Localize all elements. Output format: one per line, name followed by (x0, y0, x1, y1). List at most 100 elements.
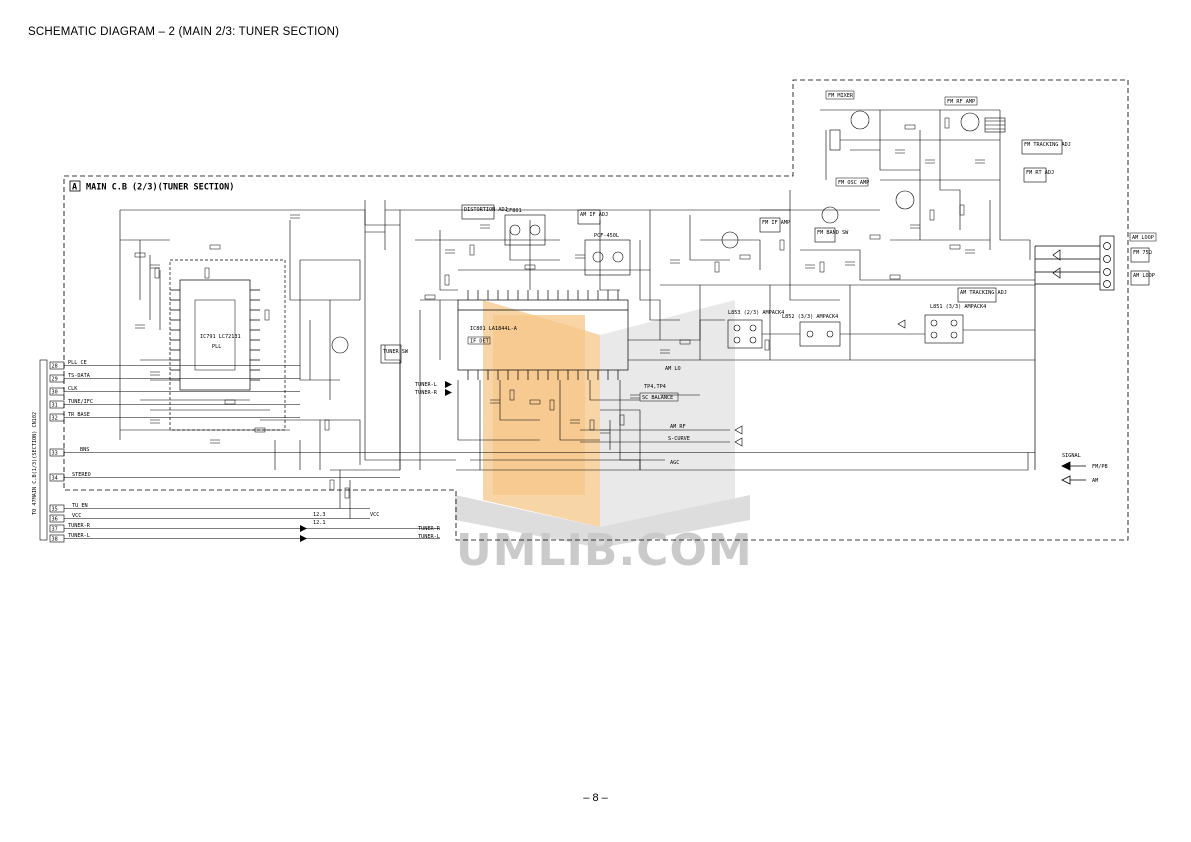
antenna-box: AM LOOP (1129, 232, 1157, 242)
l853-label: L853 (2/3) AMPACK4 (728, 310, 784, 316)
svg-text:FM 75Ω: FM 75Ω (1133, 250, 1152, 256)
tuner-sw-box: TUNER SW (380, 344, 409, 364)
svg-text:33: 33 (52, 451, 58, 457)
distortion-adj-box: DISTORTION ADJ (461, 204, 508, 220)
board-title: A MAIN C.B (2/3)(TUNER SECTION) (69, 180, 234, 193)
fm-osc-amp-box: FM OSC AMP (835, 177, 869, 187)
tuner-r-in-label: TUNER-R (415, 390, 438, 396)
svg-text:TUNER-L: TUNER-L (68, 533, 90, 539)
pll-sub-label: PLL (212, 344, 221, 350)
l852-label: L852 (3/3) AMPACK4 (782, 314, 838, 320)
svg-text:FM MIXER: FM MIXER (828, 93, 854, 99)
svg-text:FM/PB: FM/PB (1092, 464, 1108, 470)
fm-if-amp-box: FM IF AMP (759, 217, 790, 233)
svg-text:BNS: BNS (80, 447, 89, 453)
page-title: SCHEMATIC DIAGRAM – 2 (MAIN 2/3: TUNER S… (28, 26, 340, 38)
svg-text:29: 29 (52, 377, 58, 383)
svg-text:28: 28 (52, 364, 58, 370)
fm-if-small-parts (670, 239, 901, 351)
svg-text:AM TRACKING ADJ: AM TRACKING ADJ (960, 290, 1007, 296)
svg-text:DISTORTION ADJ: DISTORTION ADJ (464, 207, 508, 213)
tuner-l-in-label: TUNER-L (415, 382, 437, 388)
svg-text:TO 47MAIN C.B(1/3)(SECTION) CN: TO 47MAIN C.B(1/3)(SECTION) CN102 (32, 412, 38, 515)
svg-text:FM TRACKING ADJ: FM TRACKING ADJ (1024, 142, 1071, 148)
fm-mixer-box: FM MIXER (825, 90, 855, 100)
svg-text:34: 34 (52, 476, 58, 482)
am-lo-label: AM LO (665, 366, 681, 372)
am-tracking-adj-box: AM TRACKING ADJ (957, 287, 1007, 303)
fm-band-sw-box: FM BAND SW (814, 227, 849, 243)
left-connector-pins (49, 361, 1035, 543)
left-pin-labels: 28 29 30 31 32 33 34 35 36 37 38 PLL CE … (52, 360, 94, 543)
svg-text:FM RT ADJ: FM RT ADJ (1026, 170, 1054, 176)
pll-block-label: IC791 LC72131 (200, 334, 241, 340)
left-connector: TO 47MAIN C.B(1/3)(SECTION) CN102 (32, 359, 48, 541)
svg-text:AM IF ADJ: AM IF ADJ (580, 212, 608, 218)
svg-text:AM LOOP: AM LOOP (1132, 235, 1154, 241)
svg-text:A: A (72, 183, 77, 193)
tuner-in-arrows (445, 381, 452, 396)
board-outline (63, 79, 1129, 541)
am-loop-box: AM LOOP (1130, 270, 1155, 286)
signal-arrows-center (734, 319, 906, 447)
svg-text:30: 30 (52, 390, 58, 396)
left-small-parts (134, 214, 350, 499)
cf801-filter (504, 214, 631, 276)
pcf-label: PCF-450L (594, 233, 619, 239)
am-coil-packs (727, 314, 1035, 349)
s-curve-label: S-CURVE (668, 436, 690, 442)
svg-text:TUNER-R: TUNER-R (68, 523, 91, 529)
if-det-box: IF DET (467, 336, 491, 345)
svg-text:TUNE/IFC: TUNE/IFC (68, 399, 93, 405)
svg-text:TR BASE: TR BASE (68, 412, 90, 418)
svg-text:FM RF AMP: FM RF AMP (947, 99, 975, 105)
svg-text:SC BALANCE: SC BALANCE (642, 395, 673, 401)
svg-text:TUNER SW: TUNER SW (383, 349, 409, 355)
svg-text:TS-DATA: TS-DATA (68, 373, 91, 379)
fm-if-circuit (649, 190, 1035, 360)
main-ic-label: IC801 LA1844L-A (470, 326, 518, 332)
svg-text:32: 32 (52, 416, 58, 422)
svg-text:36: 36 (52, 517, 58, 523)
left-circuit (119, 200, 456, 519)
svg-text:STEREO: STEREO (72, 472, 91, 478)
voltage-label-a: 12.3 (313, 512, 326, 518)
svg-text:37: 37 (52, 527, 58, 533)
svg-text:SIGNAL: SIGNAL (1062, 453, 1081, 459)
voltage-label-b: 12.1 (313, 520, 326, 526)
svg-text:FM IF AMP: FM IF AMP (762, 220, 790, 226)
svg-text:38: 38 (52, 537, 58, 543)
fm-tracking-adj-box: FM TRACKING ADJ (1021, 139, 1071, 155)
svg-text:AM LOOP: AM LOOP (1133, 273, 1155, 279)
svg-text:VCC: VCC (72, 513, 81, 519)
fm-rf-amp-box: FM RF AMP (944, 96, 978, 106)
agc-label: AGC (670, 460, 679, 466)
svg-text:IF DET: IF DET (470, 339, 489, 345)
svg-text:FM BAND SW: FM BAND SW (817, 230, 849, 236)
svg-text:MAIN C.B (2/3)(TUNER SECTION): MAIN C.B (2/3)(TUNER SECTION) (86, 183, 234, 193)
am-if-adj-box: AM IF ADJ (577, 209, 608, 225)
svg-text:CLK: CLK (68, 386, 78, 392)
tp-label: TP4,TP4 (644, 384, 666, 390)
watermark-text: UMLIB.COM (456, 525, 753, 576)
l851-label: L851 (3/3) AMPACK4 (930, 304, 986, 310)
antenna-connector (1034, 235, 1115, 470)
tuner-r-out-label: TUNER-R (418, 526, 441, 532)
page-number: – 8 – (583, 792, 608, 804)
tuner-out-arrows (300, 525, 307, 542)
svg-text:31: 31 (52, 403, 58, 409)
cf801-label: CF801 (506, 208, 522, 214)
svg-text:FM OSC AMP: FM OSC AMP (838, 180, 869, 186)
fm-75-box: FM 75Ω (1130, 247, 1152, 263)
am-rf-label: AM RF (670, 424, 686, 430)
tuner-l-out-label: TUNER-L (418, 534, 440, 540)
sc-balance-box: SC BALANCE (639, 392, 679, 402)
center-small-parts (424, 224, 691, 434)
svg-text:AM: AM (1092, 478, 1098, 484)
svg-text:TU EN: TU EN (72, 503, 88, 509)
fm-front-end-parts (869, 117, 985, 254)
fm-rt-adj-box: FM RT ADJ (1023, 167, 1054, 183)
watermark-logo: UMLIB.COM (455, 300, 753, 576)
vcc-label: VCC (370, 512, 379, 518)
